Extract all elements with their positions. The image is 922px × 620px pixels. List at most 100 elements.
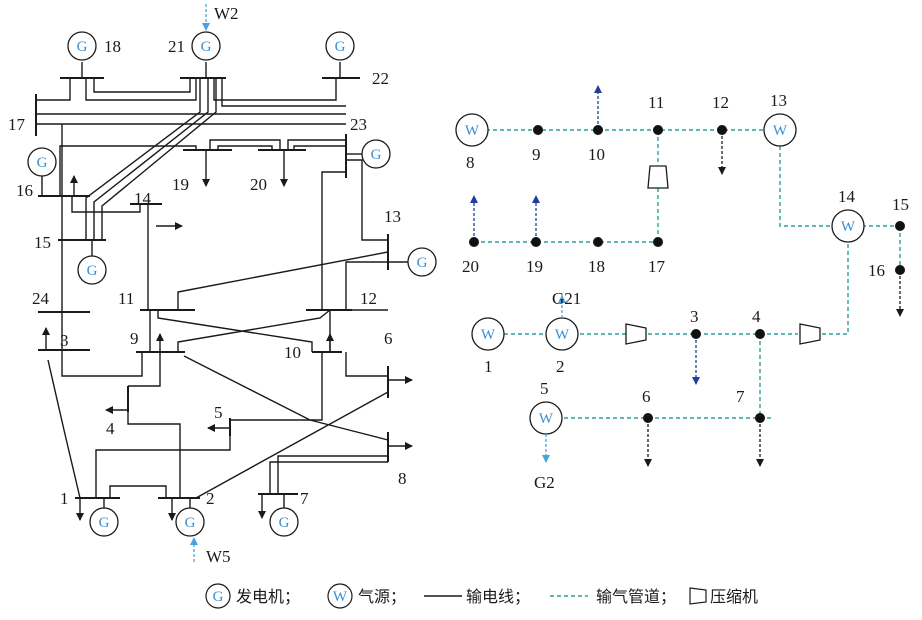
gas-node	[469, 237, 479, 247]
gas-node-labels: 1 2 3 4 5 6 7 8 9 10 11 12 13 14 15 16 1…	[462, 91, 909, 492]
gas-sources: W W W W W W	[455, 113, 865, 435]
gas-node	[755, 329, 765, 339]
source-symbol: W	[841, 219, 856, 235]
gas-node-label: 12	[712, 93, 729, 112]
generator-symbol: G	[77, 39, 88, 55]
source-symbol: W	[773, 123, 788, 139]
bus-label: 23	[350, 115, 367, 134]
gas-node	[593, 125, 603, 135]
generator-symbol: G	[371, 147, 382, 163]
gas-node	[653, 237, 663, 247]
gas-source-14: W	[831, 209, 865, 243]
power-bus-labels: 1 2 3 4 5 6 7 8 9 10 11 12 13 14 15 16 1…	[8, 37, 407, 508]
compressor-icon	[799, 323, 821, 345]
compressor-icon	[689, 587, 707, 605]
gas-source-1: W	[471, 317, 505, 351]
bus-label: 17	[8, 115, 26, 134]
gas-node-label: 9	[532, 145, 541, 164]
bus-label: 22	[372, 69, 389, 88]
gas-node	[531, 237, 541, 247]
gas-network: W W W W W W	[455, 85, 909, 492]
gas-node	[895, 265, 905, 275]
power-generators: G G G G G	[27, 31, 437, 537]
bus-label: 11	[118, 289, 134, 308]
gas-source-8: W	[455, 113, 489, 147]
gas-node-label: 5	[540, 379, 549, 398]
generator-symbol: G	[335, 39, 346, 55]
gas-source-5: W	[529, 401, 563, 435]
gas-node-label: 8	[466, 153, 475, 172]
gas-node	[717, 125, 727, 135]
legend-generator-symbol: G	[213, 589, 224, 605]
generator-symbol: G	[201, 39, 212, 55]
generator-bus-13: G	[388, 247, 437, 277]
gas-node	[691, 329, 701, 339]
legend-generator-label: 发电机；	[236, 587, 300, 606]
gas-node	[643, 413, 653, 423]
gas-pipelines	[474, 129, 901, 419]
gas-node-label: 15	[892, 195, 909, 214]
gas-node-label: 4	[752, 307, 761, 326]
bus-label: 4	[106, 419, 115, 438]
gas-load-arrows	[470, 85, 904, 467]
legend-compressor: 压缩机	[689, 587, 758, 606]
gas-node-label: 2	[556, 357, 565, 376]
gas-load-label-g2: G2	[534, 473, 555, 492]
generator-symbol: G	[99, 515, 110, 531]
legend: G 发电机； W 气源； 输电线； 输气管道； 压缩机	[205, 583, 758, 609]
wind-connections: W2 W5	[190, 4, 239, 566]
generator-bus-16: G	[27, 147, 57, 196]
generator-bus-15: G	[77, 240, 107, 285]
generator-bus-22: G	[325, 31, 355, 78]
gas-nodes	[469, 125, 905, 423]
legend-line-label: 输电线；	[466, 587, 530, 606]
gas-node	[653, 125, 663, 135]
bus-label: 3	[60, 331, 69, 350]
bus-label: 7	[300, 489, 309, 508]
gas-node-label: 13	[770, 91, 787, 110]
wind-label-w5: W5	[206, 547, 231, 566]
source-symbol: W	[481, 327, 496, 343]
bus-label: 12	[360, 289, 377, 308]
bus-label: 24	[32, 289, 50, 308]
gas-node	[755, 413, 765, 423]
source-symbol: W	[465, 123, 480, 139]
bus-label: 19	[172, 175, 189, 194]
bus-label: 21	[168, 37, 185, 56]
generator-bus-2: G	[175, 498, 205, 537]
gas-node-label: 14	[838, 187, 856, 206]
generator-bus-23: G	[346, 139, 391, 169]
bus-label: 6	[384, 329, 393, 348]
power-network: G G G G G	[8, 4, 437, 566]
bus-label: 14	[134, 189, 152, 208]
legend-source-symbol: W	[333, 589, 348, 605]
gas-node-label: 10	[588, 145, 605, 164]
generator-bus-18: G	[67, 31, 97, 78]
bus-label: 8	[398, 469, 407, 488]
gas-source-icon	[327, 583, 353, 609]
transmission-lines	[36, 78, 389, 499]
wind-label-w2: W2	[214, 4, 239, 23]
legend-pipe: 输气管道；	[550, 587, 676, 606]
gas-node-label: 3	[690, 307, 699, 326]
bus-label: 2	[206, 489, 215, 508]
legend-source: W 气源；	[327, 583, 406, 609]
legend-line: 输电线；	[424, 587, 530, 606]
gas-node-label: 11	[648, 93, 664, 112]
bus-label: 18	[104, 37, 121, 56]
gas-node	[895, 221, 905, 231]
compressors	[625, 165, 821, 345]
bus-label: 5	[214, 403, 223, 422]
gas-source-2: W	[545, 317, 579, 351]
generator-symbol: G	[417, 255, 428, 271]
power-load-arrows	[42, 150, 413, 521]
source-symbol: W	[555, 327, 570, 343]
gas-node	[533, 125, 543, 135]
generator-bus-7: G	[269, 494, 299, 537]
generator-bus-21: G	[191, 31, 221, 78]
legend-generator: G 发电机；	[205, 583, 300, 609]
bus-label: 10	[284, 343, 301, 362]
gas-node-label: 20	[462, 257, 479, 276]
bus-label: 20	[250, 175, 267, 194]
